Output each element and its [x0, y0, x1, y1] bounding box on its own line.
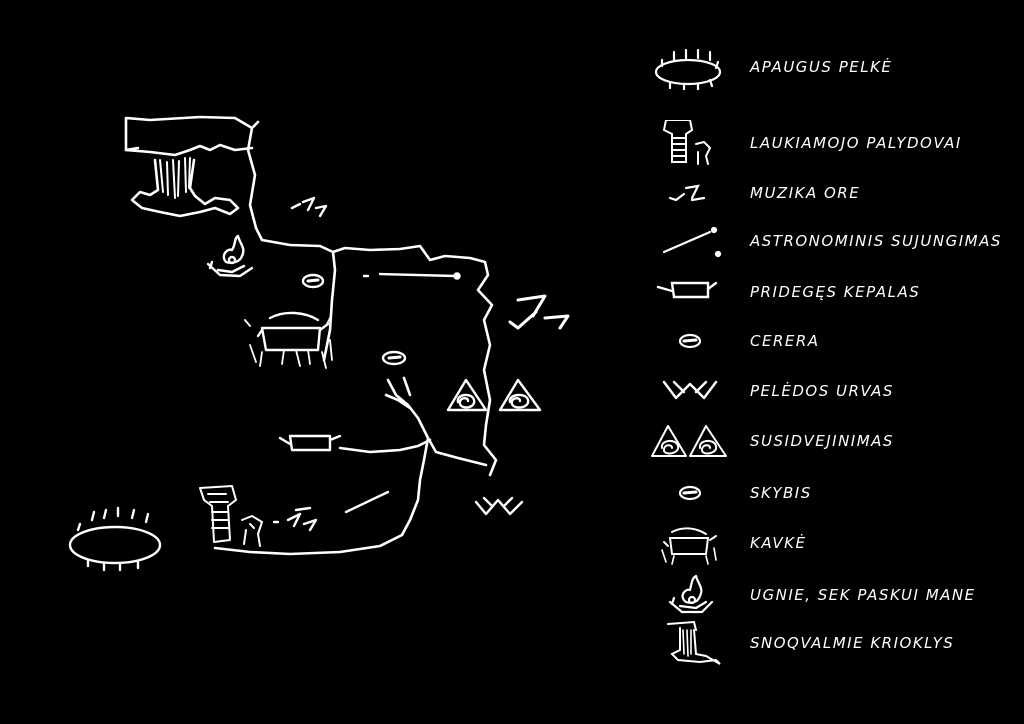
astronominis-sujungimas-icon — [650, 218, 730, 264]
legend-label: CERERA — [750, 332, 820, 350]
map-susidvejinimas-icon — [448, 380, 540, 410]
susidvejinimas-icon — [650, 418, 730, 464]
legend-label: SKYBIS — [750, 484, 812, 502]
map-astronominis-line-icon — [364, 274, 455, 276]
map-astronominis-bottom-icon — [346, 492, 388, 512]
legend-item: MUZIKA ORE — [650, 170, 1010, 216]
ugnie-sek-paskui-mane-icon — [650, 572, 730, 618]
map-muzika-ore-big-icon — [510, 296, 568, 328]
legend-label: SNOQVALMIE KRIOKLYS — [750, 634, 955, 652]
legend-item: UGNIE, SEK PASKUI MANE — [650, 572, 1010, 618]
pelėdos-urvas-icon — [650, 368, 730, 414]
legend-item: LAUKIAMOJO PALYDOVAI — [650, 120, 1010, 166]
waterfall-outline — [126, 145, 252, 216]
legend-item: SNOQVALMIE KRIOKLYS — [650, 620, 1010, 666]
map-palydovai-icon — [200, 486, 262, 546]
pridegęs-kepalas-icon — [650, 269, 730, 315]
legend-label: ASTRONOMINIS SUJUNGIMAS — [750, 232, 1002, 250]
legend-label: UGNIE, SEK PASKUI MANE — [750, 586, 976, 604]
legend-item: SUSIDVEJINIMAS — [650, 418, 1010, 464]
map-skybis-icon — [383, 352, 405, 364]
legend-item: SKYBIS — [650, 470, 1010, 516]
apaugus-pelke-icon — [650, 44, 730, 90]
snogvalmie-krioklys-icon — [650, 620, 730, 666]
laukiamojo-palydovai-icon — [650, 120, 730, 166]
legend-label: APAUGUS PELKĖ — [750, 58, 893, 76]
map-ugnie-icon — [208, 236, 252, 276]
legend-item: PELĖDOS URVAS — [650, 368, 1010, 414]
map-muzika-ore-top-icon — [292, 198, 326, 216]
legend-item: PRIDEGĘS KEPALAS — [650, 269, 1010, 315]
legend-label: LAUKIAMOJO PALYDOVAI — [750, 134, 962, 152]
kavkė-icon — [650, 520, 730, 566]
legend-label: PRIDEGĘS KEPALAS — [750, 283, 921, 301]
skybis-icon — [650, 470, 730, 516]
legend-label: MUZIKA ORE — [750, 184, 861, 202]
map-path-branch-left — [324, 252, 335, 360]
map-kepalas-icon — [280, 436, 340, 450]
muzika-ore-icon — [650, 170, 730, 216]
legend-label: PELĖDOS URVAS — [750, 382, 894, 400]
legend-item: ASTRONOMINIS SUJUNGIMAS — [650, 218, 1010, 264]
map-path-river — [215, 378, 486, 554]
legend-item: APAUGUS PELKĖ — [650, 44, 1010, 90]
map-path-main — [126, 117, 496, 475]
cerera-icon — [650, 318, 730, 364]
legend-label: KAVKĖ — [750, 534, 807, 552]
legend-label: SUSIDVEJINIMAS — [750, 432, 894, 450]
legend-item: KAVKĖ — [650, 520, 1010, 566]
map-muzika-ore-bottom-icon — [274, 508, 316, 530]
map-peledos-urvas-icon — [476, 498, 522, 514]
waterfall-streams — [160, 158, 190, 198]
map-pelke-icon — [70, 508, 160, 570]
map-kavke-icon — [245, 313, 332, 368]
legend-item: CERERA — [650, 318, 1010, 364]
map-cerera-icon — [303, 275, 323, 287]
